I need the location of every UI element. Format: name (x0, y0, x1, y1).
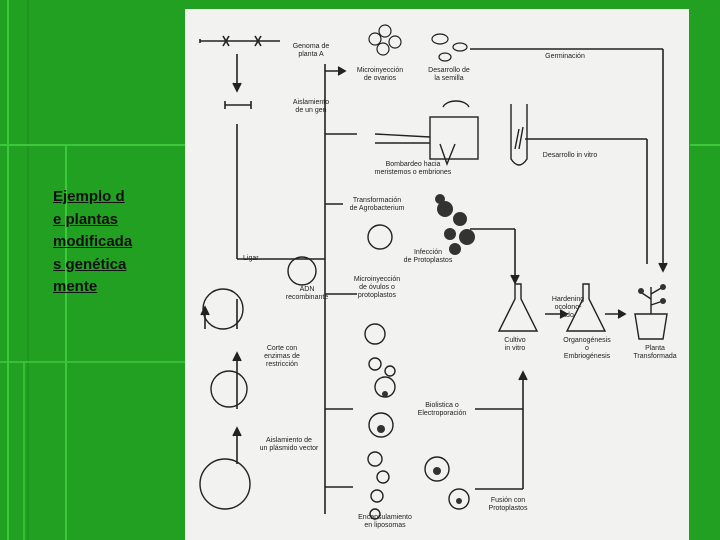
label-gene-isolation: Aislamiento de un gen (292, 99, 330, 114)
diagram-drawing (199, 24, 668, 520)
label-culture-in-vitro: Cultivo in vitro (504, 337, 526, 352)
label-microinjection-ovules: Microinyección de ovarios (356, 67, 404, 82)
label-bombardment: Bombardeo hacia meristemos o embriones (374, 161, 452, 176)
label-electroporation: Biolistica o Electroporación (417, 402, 467, 417)
label-transformed-plant: Planta Transformada (633, 345, 677, 360)
gmo-methods-diagram: Genoma de planta A Microinyección de ova… (185, 9, 689, 540)
label-protoplast-fusion: Fusión con Protoplastos (488, 497, 528, 512)
label-germination: Germinación (545, 53, 585, 60)
label-ovule-development: Desarrollo de la semilla (428, 67, 470, 82)
label-protoplast-infection: Infección de Protoplastos (403, 249, 453, 264)
label-ligase: Ligar (243, 255, 259, 262)
label-cut-enzymes: Corte con enzimas de restricción (264, 345, 300, 368)
label-organogenesis: Organogénesis o Embriogénesis (563, 337, 611, 360)
label-hardening: Hardening ocolono- ado (551, 296, 585, 319)
label-protoplast-microinjection: Microinyección de óvulos o protoplastos (353, 276, 401, 299)
label-recombinant-dna: ADN recombinante (285, 286, 329, 301)
label-genome: Genoma de planta A (292, 43, 330, 58)
label-in-vitro-development: Desarrollo in vitro (542, 152, 598, 159)
label-plasmid-isolation: Aislamiento de un plásmido vector (259, 437, 319, 452)
label-liposome-encapsulation: Encapsulamiento en liposomas (358, 514, 412, 529)
slide-caption: Ejemplo de plantas modificadas genéticam… (53, 188, 133, 295)
label-agro-transformation: Transformación de Agrobacterium (349, 197, 405, 212)
